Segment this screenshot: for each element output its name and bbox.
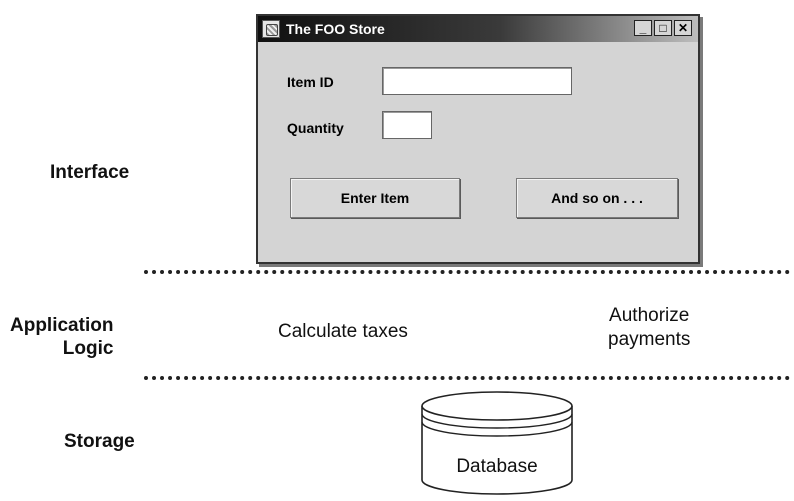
- window-title: The FOO Store: [286, 21, 385, 37]
- authorize-payments-text: Authorize payments: [608, 304, 690, 352]
- database-icon: [421, 391, 573, 495]
- app-icon: [262, 20, 280, 38]
- enter-item-button[interactable]: Enter Item: [290, 178, 460, 218]
- quantity-input[interactable]: [382, 111, 432, 139]
- foo-store-window: The FOO Store _ □ ✕ Item ID Quantity Ent…: [256, 14, 700, 264]
- layer-label-application-line2: Logic: [62, 337, 114, 359]
- database-label: Database: [456, 456, 538, 477]
- layer-label-interface: Interface: [50, 162, 130, 183]
- and-so-on-button[interactable]: And so on . . .: [516, 178, 678, 218]
- item-id-label: Item ID: [287, 74, 334, 90]
- authorize-line2: payments: [608, 328, 691, 350]
- maximize-icon[interactable]: □: [654, 20, 672, 36]
- layer-label-application-logic: Application Logic: [10, 315, 113, 361]
- authorize-line1: Authorize: [609, 305, 690, 326]
- minimize-icon[interactable]: _: [634, 20, 652, 36]
- item-id-input[interactable]: [382, 67, 572, 95]
- layer-label-application-line1: Application: [10, 315, 114, 336]
- database-cylinder: Database: [420, 388, 574, 496]
- close-icon[interactable]: ✕: [674, 20, 692, 36]
- quantity-label: Quantity: [287, 120, 344, 136]
- calculate-taxes-text: Calculate taxes: [278, 321, 408, 342]
- layer-label-storage: Storage: [64, 431, 135, 452]
- window-titlebar[interactable]: The FOO Store _ □ ✕: [258, 16, 698, 42]
- window-controls: _ □ ✕: [634, 20, 692, 36]
- separator-interface-logic: [144, 270, 790, 274]
- separator-logic-storage: [144, 376, 790, 380]
